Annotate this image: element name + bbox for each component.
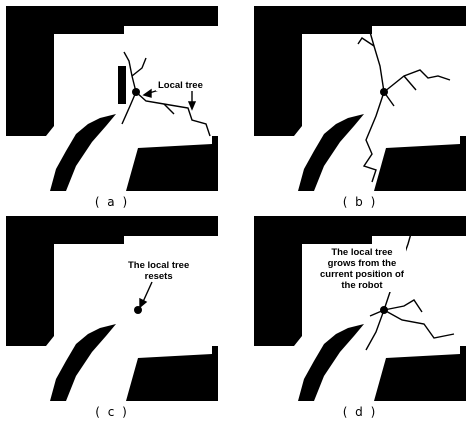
annotation-line-2: grows from the [327,258,397,269]
free-space-corridor [66,324,212,401]
local-tree-b [357,31,451,183]
panel-b [254,6,466,191]
annotation-label: The local tree grows from the current po… [318,246,406,292]
map-d [254,216,466,401]
annotation-arrow [139,281,153,309]
annotation-line-1: The local tree [331,247,393,258]
free-space-corridor [314,324,460,401]
local-tree-a [121,51,211,137]
map-b [254,6,466,191]
free-space-corridor [314,114,460,191]
panel-c: The local tree resets [6,216,218,401]
annotation-line-2: resets [144,271,173,282]
free-space-left [6,34,116,191]
free-space-left [6,244,116,401]
robot-icon [134,306,142,314]
annotation-line-3: current position of [320,269,404,280]
free-space-corridor [66,114,212,191]
robot-icon [132,88,140,96]
wall-segment [118,66,126,104]
free-space-right [124,236,218,346]
robot-icon [380,306,388,314]
panel-a: Local tree [6,6,218,191]
annotation-line-4: the robot [341,280,383,291]
map-c [6,216,218,401]
free-space-right [372,26,466,136]
free-space-gap [116,244,124,336]
panel-caption-a: ( a ) [94,195,130,209]
free-space-left [254,34,364,191]
free-space-gap [364,34,372,126]
robot-icon [380,88,388,96]
annotation-label: The local tree resets [128,260,189,282]
annotation-label: Local tree [156,80,205,91]
annotation-line-1: The local tree [128,260,190,271]
panel-caption-d: ( d ) [342,405,378,419]
panel-caption-c: ( c ) [95,405,129,419]
map-a [6,6,218,191]
panel-caption-b: ( b ) [342,195,378,209]
panel-d: The local tree grows from the current po… [254,216,466,401]
